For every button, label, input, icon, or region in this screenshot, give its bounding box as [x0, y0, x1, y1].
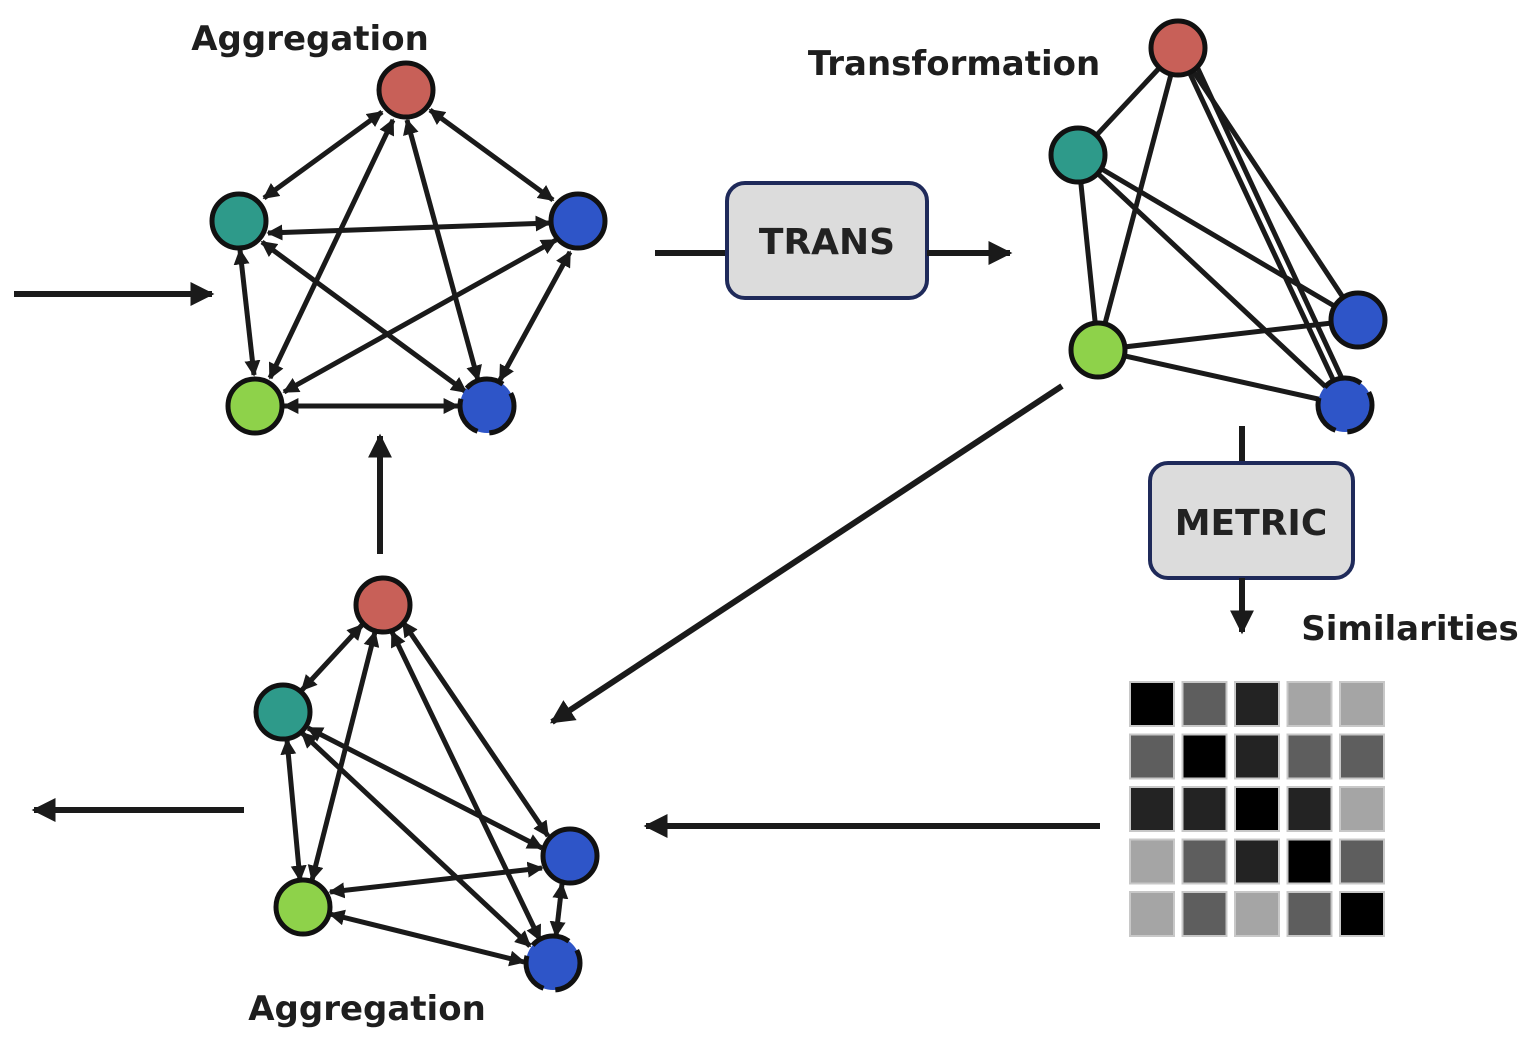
- graph-top-left-nodes: [209, 60, 608, 436]
- matrix-cell: [1339, 733, 1385, 780]
- matrix-cell: [1286, 786, 1333, 832]
- matrix-cell: [1286, 681, 1333, 727]
- matrix-cell: [1234, 891, 1280, 937]
- node-red: [376, 60, 436, 120]
- matrix-cell: [1286, 891, 1333, 937]
- node-teal: [1048, 125, 1108, 185]
- matrix-cell: [1339, 891, 1385, 937]
- matrix-cell: [1234, 786, 1280, 832]
- node-blue-dashed: [523, 933, 583, 993]
- graph-bottom-left-edges: [280, 620, 569, 967]
- node-blue: [548, 191, 608, 251]
- node-teal: [253, 682, 313, 742]
- node-red: [1148, 18, 1208, 78]
- transformation-to-aggregation-arrow: [549, 383, 1064, 725]
- matrix-cell: [1129, 838, 1175, 885]
- aggregation-top-label: Aggregation: [191, 19, 429, 59]
- node-blue: [540, 826, 600, 886]
- aggregation-bottom-label: Aggregation: [248, 989, 486, 1029]
- node-green: [273, 877, 333, 937]
- node-blue-dashed: [1315, 375, 1375, 435]
- metric-box-label: METRIC: [1175, 503, 1328, 544]
- node-blue-dashed: [457, 376, 517, 436]
- matrix-cell: [1234, 733, 1280, 780]
- matrix-cell: [1234, 838, 1280, 885]
- matrix-cell: [1129, 681, 1175, 727]
- matrix-cell: [1181, 786, 1228, 832]
- trans-box: [725, 181, 929, 300]
- matrix-cell: [1129, 891, 1175, 937]
- node-blue: [1328, 290, 1388, 350]
- matrix-cell: [1286, 733, 1333, 780]
- matrix-cell: [1181, 681, 1228, 727]
- graph-transformation-nodes: [1048, 18, 1388, 435]
- matrix-cell: [1286, 838, 1333, 885]
- matrix-cell: [1339, 681, 1385, 727]
- matrix-cell: [1181, 733, 1228, 780]
- transformation-label: Transformation: [808, 44, 1100, 84]
- matrix-cell: [1129, 733, 1175, 780]
- matrix-cell: [1339, 838, 1385, 885]
- node-teal: [209, 191, 269, 251]
- node-green: [225, 376, 285, 436]
- trans-box-label: TRANS: [759, 222, 895, 263]
- node-green: [1068, 320, 1128, 380]
- graph-transformation-edges: [1075, 46, 1361, 408]
- matrix-cell: [1234, 681, 1280, 727]
- graph-top-left-edges: [233, 107, 573, 415]
- metric-box: [1148, 461, 1355, 580]
- matrix-cell: [1339, 786, 1385, 832]
- node-red: [353, 575, 413, 635]
- graph-bottom-left-nodes: [253, 575, 600, 993]
- similarities-label: Similarities: [1301, 609, 1518, 649]
- matrix-cell: [1129, 786, 1175, 832]
- matrix-cell: [1181, 891, 1228, 937]
- matrix-cell: [1181, 838, 1228, 885]
- similarity-matrix: [1129, 681, 1385, 937]
